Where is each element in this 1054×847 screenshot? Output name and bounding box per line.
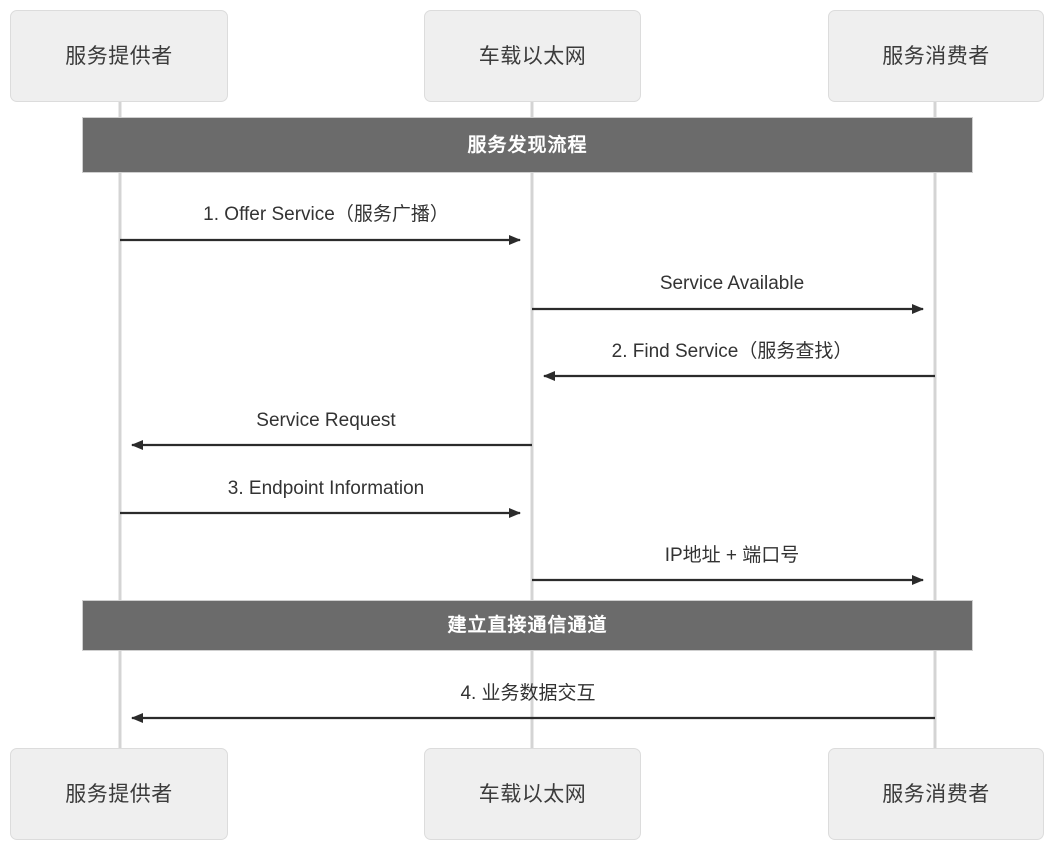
participant-box-provider-top[interactable]: 服务提供者 [10, 10, 228, 102]
section-band-direct-channel: 建立直接通信通道 [82, 600, 973, 651]
participant-box-provider-bottom[interactable]: 服务提供者 [10, 748, 228, 840]
message-label-1: 1. Offer Service（服务广播） [203, 204, 449, 225]
participant-label-network-top: 车载以太网 [478, 44, 587, 68]
participant-label-consumer-top: 服务消费者 [882, 44, 990, 68]
message-label-6: IP地址 + 端口号 [664, 545, 800, 566]
message-arrows [120, 235, 935, 723]
message-label-3: 2. Find Service（服务查找） [611, 341, 853, 362]
participant-box-consumer-bottom[interactable]: 服务消费者 [828, 748, 1044, 840]
participant-box-network-bottom[interactable]: 车载以太网 [424, 748, 641, 840]
participant-box-network-top[interactable]: 车载以太网 [424, 10, 641, 102]
participant-label-consumer-bottom: 服务消费者 [882, 782, 990, 806]
participant-box-consumer-top[interactable]: 服务消费者 [828, 10, 1044, 102]
section-band-label-direct-channel: 建立直接通信通道 [447, 615, 608, 636]
message-label-5: 3. Endpoint Information [227, 478, 425, 499]
lifelines [118, 102, 937, 750]
message-label-4: Service Request [256, 410, 396, 431]
participant-label-provider-top: 服务提供者 [65, 44, 173, 68]
message-label-2: Service Available [659, 273, 805, 294]
message-label-7: 4. 业务数据交互 [460, 683, 596, 704]
participant-label-provider-bottom: 服务提供者 [65, 782, 173, 806]
section-band-label-service-discovery: 服务发现流程 [467, 134, 588, 156]
section-band-service-discovery: 服务发现流程 [82, 117, 973, 173]
participant-label-network-bottom: 车载以太网 [478, 782, 587, 806]
